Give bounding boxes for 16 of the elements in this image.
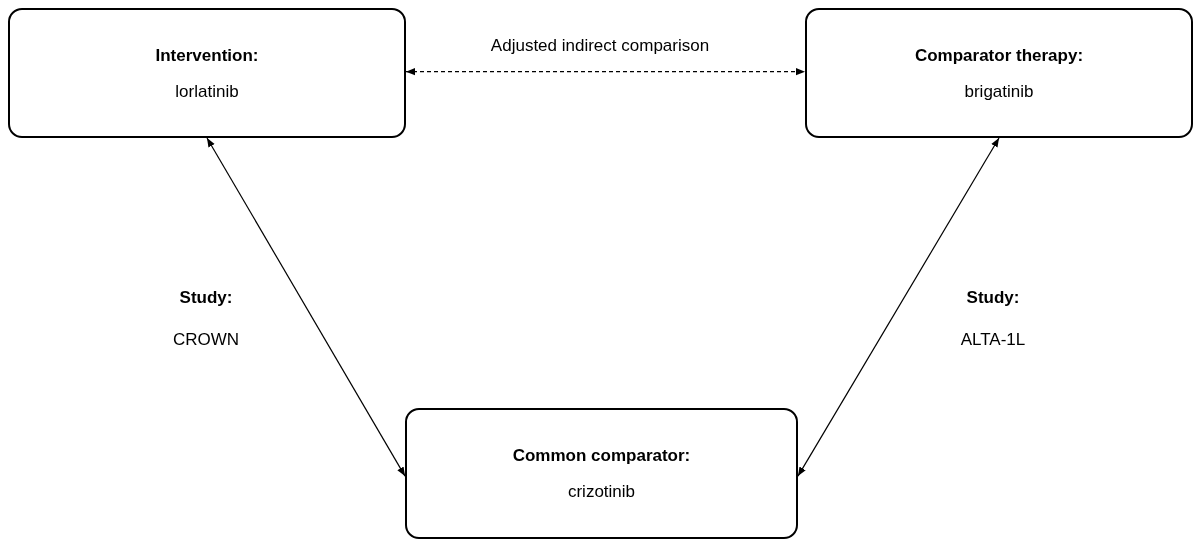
arrow — [405, 68, 806, 76]
therapy-box — [405, 408, 798, 539]
box-heading: Common comparator: — [512, 446, 691, 466]
drug-name: crizotinib — [567, 482, 636, 502]
study-heading: Study: — [179, 288, 233, 308]
study-heading: Study: — [966, 288, 1020, 308]
therapy-box — [805, 8, 1193, 138]
study-name: CROWN — [172, 330, 240, 350]
drug-name: lorlatinib — [175, 82, 239, 102]
box-heading: Intervention: — [155, 46, 259, 66]
box-heading: Comparator therapy: — [914, 46, 1084, 66]
arrow — [206, 137, 406, 477]
study-name: ALTA-1L — [960, 330, 1026, 350]
drug-name: brigatinib — [964, 82, 1034, 102]
arrow — [797, 137, 1000, 477]
therapy-box — [8, 8, 406, 138]
